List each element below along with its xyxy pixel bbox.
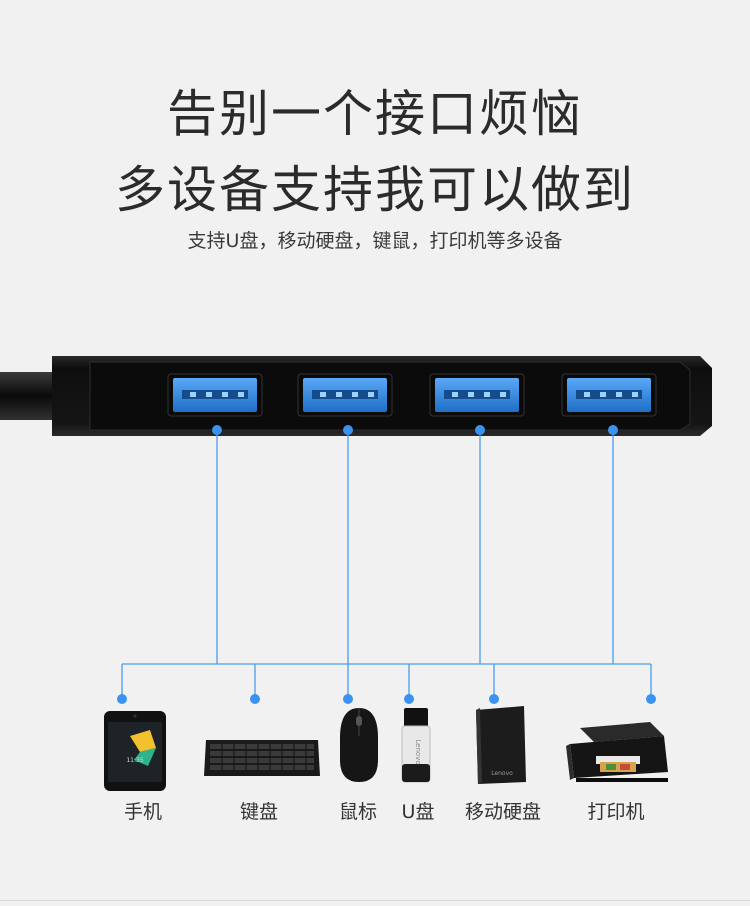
usb-port-4: [561, 373, 657, 417]
svg-text:11:35: 11:35: [126, 757, 143, 764]
usb-port-2: [297, 373, 393, 417]
smartphone-icon: 11:35: [104, 711, 166, 791]
hard-drive-brand: Lenovo: [491, 770, 513, 777]
device-label-keyboard: 键盘: [239, 801, 279, 823]
device-label-usb-drive: U盘: [401, 801, 435, 823]
headline-line-2: 多设备支持我可以做到: [115, 161, 635, 219]
device-label-phone: 手机: [123, 801, 163, 823]
keyboard-icon: [204, 740, 320, 776]
connector-dots: [117, 425, 656, 704]
headline-line-1: 告别一个接口烦恼: [167, 85, 583, 143]
external-hard-drive-icon: Lenovo: [476, 706, 526, 784]
usb-cable: [0, 372, 60, 420]
svg-text:Lenovo: Lenovo: [414, 739, 422, 764]
device-label-mouse: 鼠标: [338, 801, 378, 823]
usb-flash-drive-icon: Lenovo: [401, 708, 431, 783]
connector-lines: [121, 430, 652, 698]
mouse-icon: [340, 708, 378, 782]
printer-icon: [566, 722, 668, 782]
usb-port-3: [429, 373, 525, 417]
subtitle: 支持U盘，移动硬盘，键鼠，打印机等多设备: [187, 230, 563, 252]
usb-port-1: [167, 373, 263, 417]
device-label-printer: 打印机: [587, 801, 645, 823]
device-label-hard-drive: 移动硬盘: [464, 801, 542, 823]
bottom-divider: [0, 900, 750, 901]
